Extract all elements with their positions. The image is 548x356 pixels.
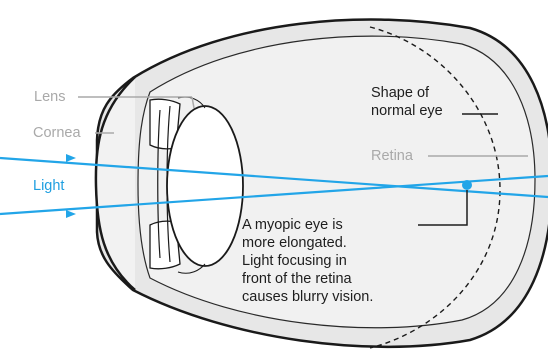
cornea-shape <box>96 77 135 290</box>
light-label: Light <box>33 177 64 195</box>
caption-line-2: more elongated. <box>242 234 373 252</box>
lens-label: Lens <box>34 88 65 106</box>
caption-line-1: A myopic eye is <box>242 216 373 234</box>
retina-label: Retina <box>371 147 413 165</box>
focal-point-dot <box>462 180 472 190</box>
myopia-caption: A myopic eye is more elongated. Light fo… <box>242 216 373 306</box>
normal-eye-label-line-1: Shape of <box>371 84 443 102</box>
lens-shape <box>167 106 243 266</box>
arrow-head-top <box>66 154 76 162</box>
caption-line-3: Light focusing in <box>242 252 373 270</box>
normal-eye-label-line-2: normal eye <box>371 102 443 120</box>
caption-line-4: front of the retina <box>242 270 373 288</box>
cornea-label: Cornea <box>33 124 81 142</box>
caption-line-5: causes blurry vision. <box>242 288 373 306</box>
arrow-head-bottom <box>66 210 76 218</box>
normal-eye-label: Shape of normal eye <box>371 84 443 120</box>
